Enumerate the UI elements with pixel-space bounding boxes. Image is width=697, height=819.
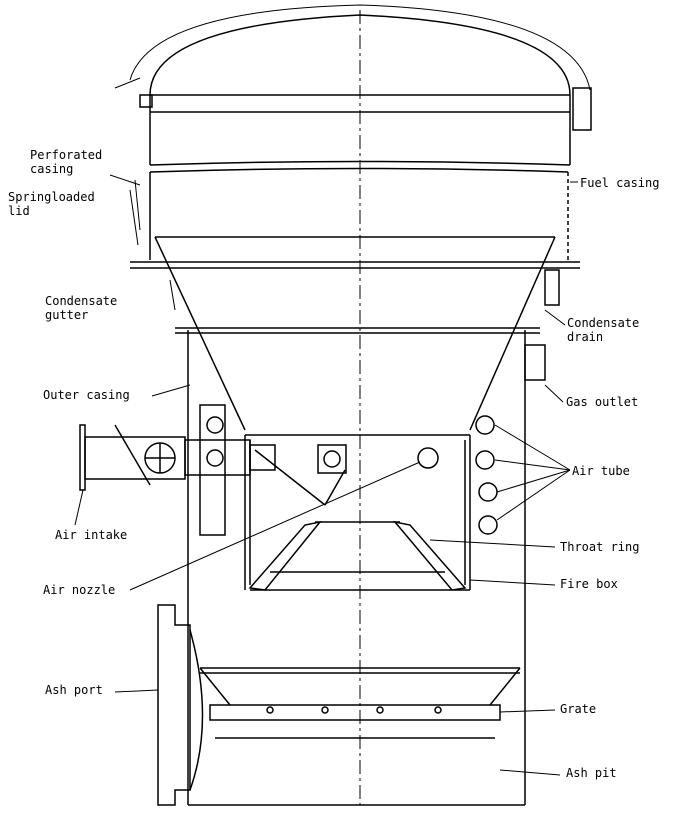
hopper-cone [154,236,556,431]
label-outer-casing: Outer casing [43,388,130,402]
air-intake [79,404,276,536]
grate [199,667,521,739]
label-ash-pit: Ash pit [566,766,617,780]
ash-port [157,604,204,806]
label-throat-ring: Throat ring [560,540,640,554]
label-line: Condensate [45,294,118,308]
label-grate: Grate [560,702,597,716]
label-air-tube: Air tube [572,464,630,478]
label-air-intake: Air intake [55,528,128,542]
label-line: gutter [45,308,89,322]
label-line: drain [567,330,604,344]
leader-lines [74,77,578,776]
label-air-nozzle: Air nozzle [43,583,116,597]
label-line: casing [30,162,74,176]
fuel-casing [129,167,580,306]
air-tubes [475,415,498,535]
label-line: Perforated [30,148,103,162]
label-line: Springloaded [8,190,95,204]
label-fuel-casing: Fuel casing [580,176,660,190]
label-ash-port: Ash port [45,683,103,697]
label-fire-box: Fire box [560,577,618,591]
springloaded-lid [129,4,592,166]
outer-casing [187,330,546,806]
throat-ring [248,520,467,591]
label-line: Condensate [567,316,640,330]
label-gas-outlet: Gas outlet [566,395,639,409]
fire-box [244,434,471,591]
label-line: lid [8,204,30,218]
